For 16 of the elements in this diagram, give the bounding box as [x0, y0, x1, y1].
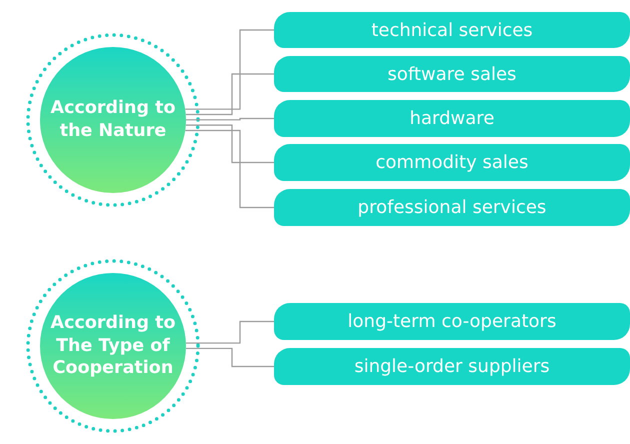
- item-box: commodity sales: [274, 144, 630, 181]
- connector-line: [185, 130, 274, 208]
- item-box: technical services: [274, 12, 630, 48]
- connector-line: [186, 118, 274, 120]
- item-box: software sales: [274, 56, 630, 92]
- connector-line: [186, 124, 274, 164]
- connector-line: [185, 29, 274, 110]
- item-box: long-term co-operators: [274, 303, 630, 340]
- connector-line: [186, 320, 274, 344]
- category-circle: According to the Nature: [40, 47, 186, 193]
- item-box: professional services: [274, 189, 630, 226]
- connector-line: [186, 73, 274, 116]
- item-box: hardware: [274, 100, 630, 137]
- item-box: single-order suppliers: [274, 348, 630, 385]
- category-circle: According to The Type of Cooperation: [40, 273, 186, 419]
- connector-line: [186, 348, 274, 368]
